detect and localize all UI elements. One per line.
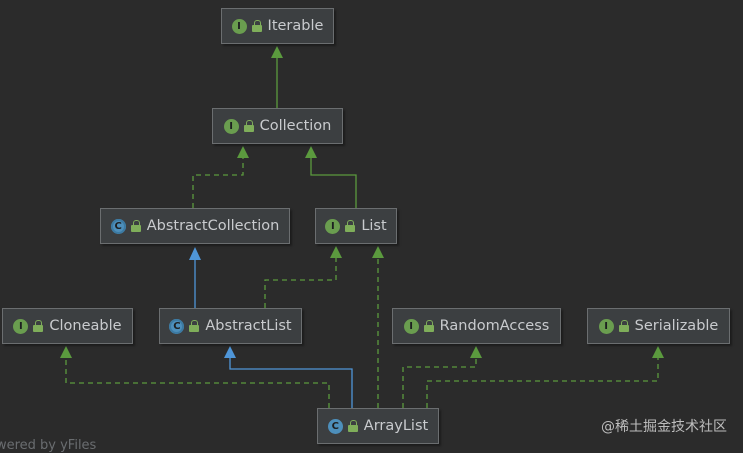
lock-icon: [243, 120, 255, 132]
node-abstract-list: C AbstractList: [159, 308, 302, 344]
interface-icon: I: [231, 18, 247, 34]
node-serializable: I Serializable: [587, 308, 730, 344]
abstract-class-icon: C: [110, 218, 126, 234]
lock-icon: [251, 20, 263, 32]
node-label: AbstractCollection: [146, 218, 280, 234]
node-label: Iterable: [267, 18, 324, 34]
node-label: AbstractList: [205, 318, 292, 334]
footer-credit: owered by yFiles: [0, 438, 97, 453]
node-label: Serializable: [634, 318, 719, 334]
node-label: List: [361, 218, 387, 234]
lock-icon: [423, 320, 435, 332]
abstract-class-icon: C: [169, 318, 185, 334]
interface-icon: I: [325, 218, 341, 234]
edge-arraylist-cloneable: [65, 348, 330, 408]
interface-icon: I: [13, 318, 29, 334]
node-iterable: I Iterable: [221, 8, 334, 44]
lock-icon: [618, 320, 630, 332]
edge-arraylist-serializable: [426, 348, 659, 408]
lock-icon: [189, 320, 200, 332]
interface-icon: I: [223, 118, 239, 134]
class-icon: C: [327, 418, 343, 434]
node-cloneable: I Cloneable: [2, 308, 133, 344]
node-random-access: I RandomAccess: [392, 308, 561, 344]
node-list: I List: [315, 208, 397, 244]
lock-icon: [130, 220, 142, 232]
edge-abstractcollection-collection: [192, 148, 244, 208]
edge-list-collection: [310, 148, 357, 208]
edge-arraylist-abstractlist: [229, 348, 353, 408]
node-label: RandomAccess: [439, 318, 550, 334]
node-label: Cloneable: [49, 318, 122, 334]
node-label: Collection: [259, 118, 332, 134]
watermark: @稀土掘金技术社区: [601, 419, 727, 435]
lock-icon: [33, 320, 44, 332]
edge-arraylist-randomaccess: [402, 348, 477, 408]
node-collection: I Collection: [212, 108, 343, 144]
node-abstract-collection: C AbstractCollection: [100, 208, 290, 244]
edge-abstractlist-list: [264, 248, 337, 308]
interface-icon: I: [403, 318, 419, 334]
node-label: ArrayList: [363, 418, 429, 434]
lock-icon: [347, 420, 359, 432]
interface-icon: I: [598, 318, 614, 334]
lock-icon: [345, 220, 356, 232]
node-array-list: C ArrayList: [317, 408, 439, 444]
